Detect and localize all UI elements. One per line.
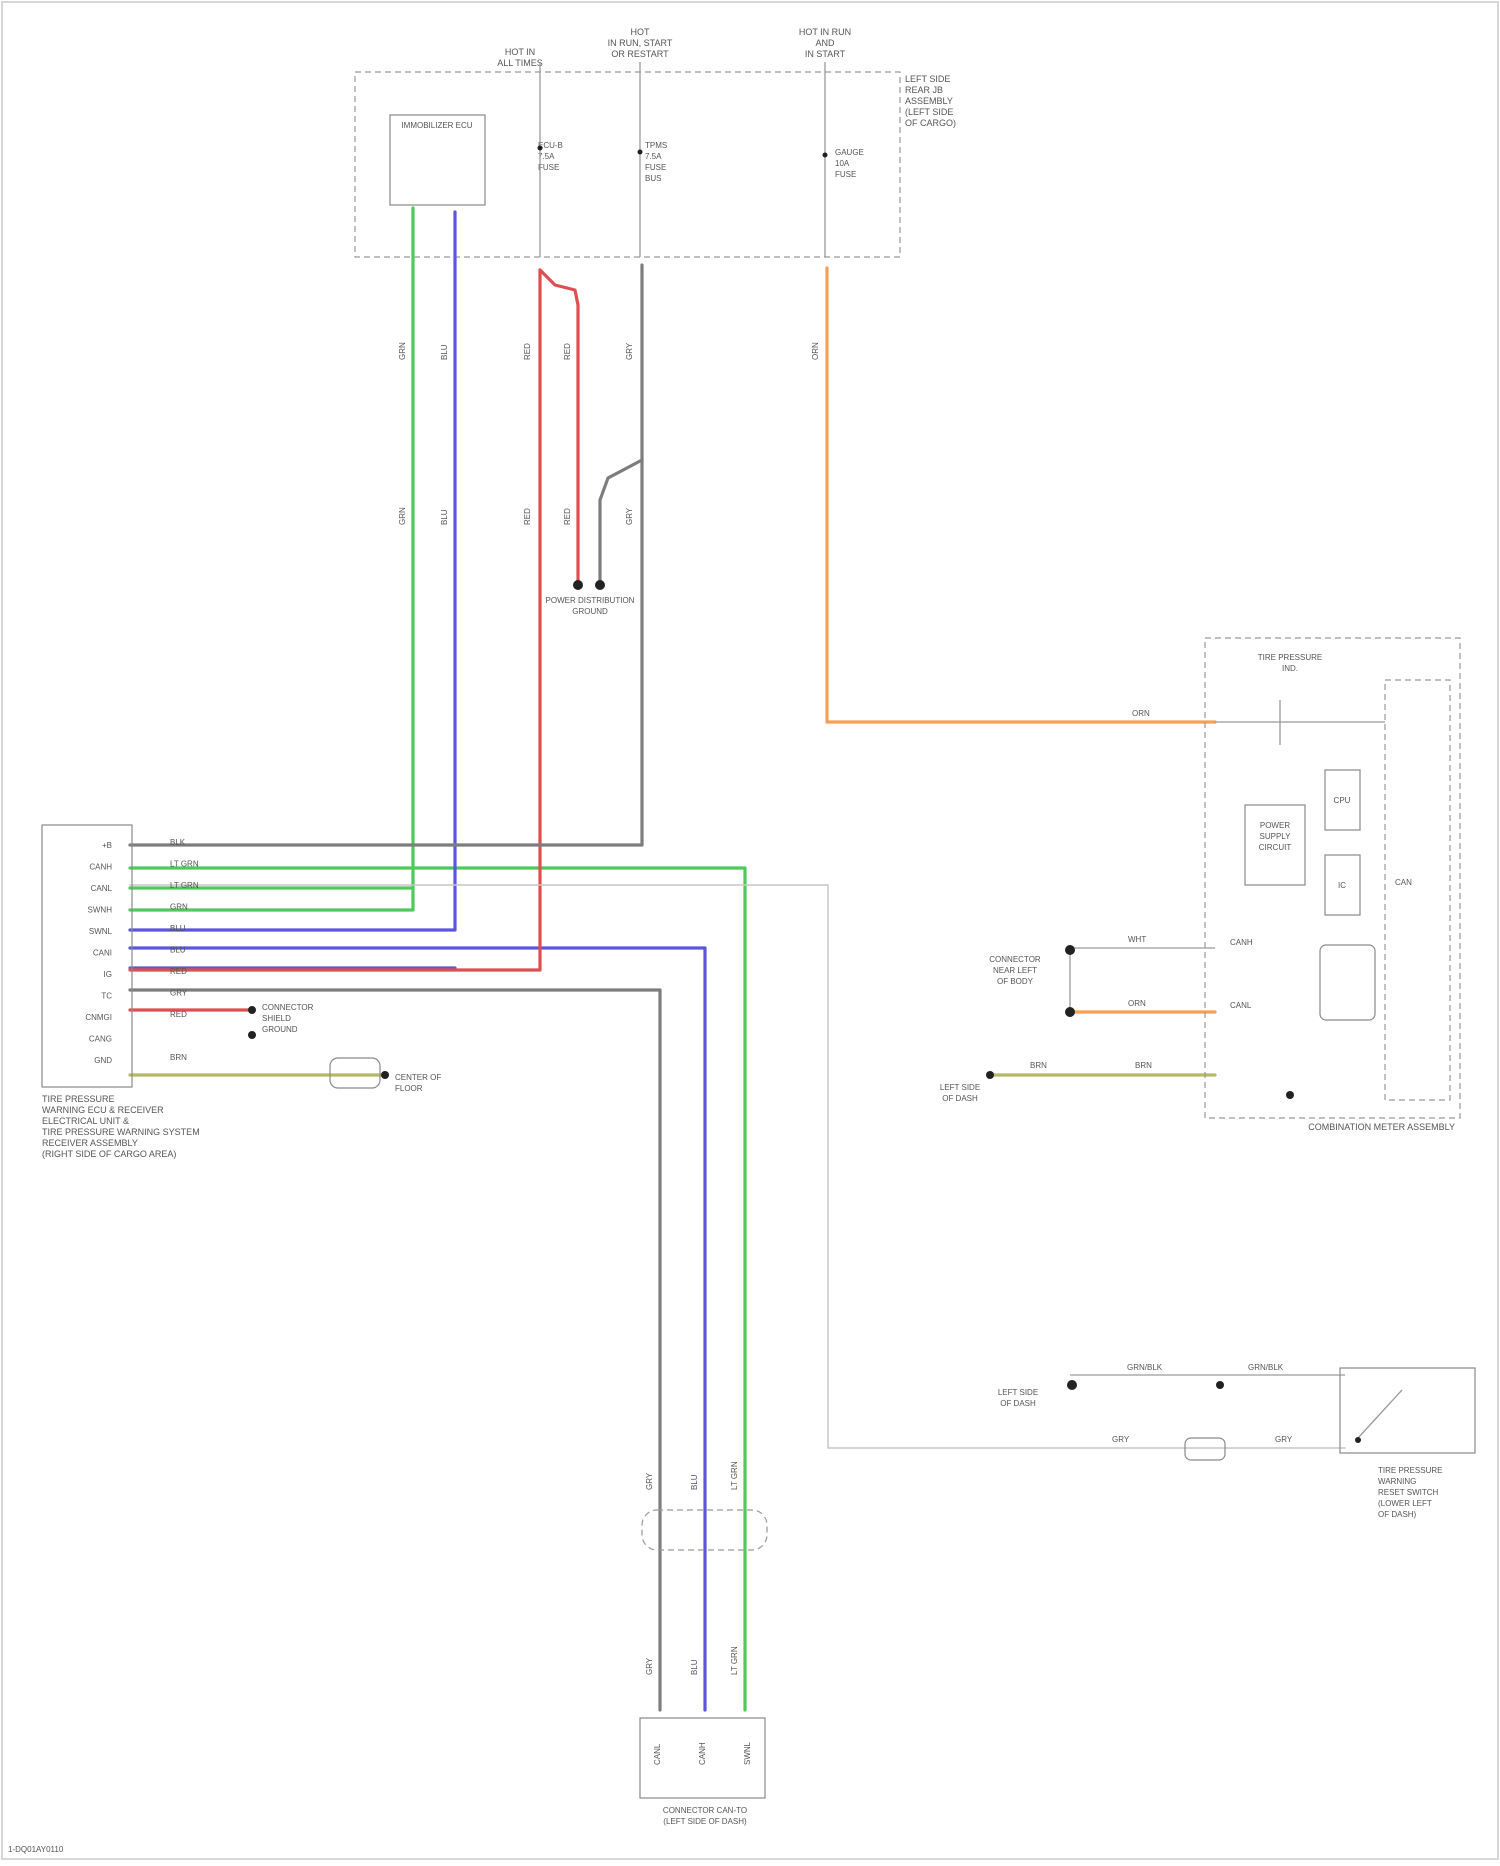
- ecu-pin-label: CNMGI: [85, 1013, 112, 1022]
- gray-tc-wire: [130, 990, 660, 1710]
- bottom-connector-name: CONNECTOR CAN-TO(LEFT SIDE OF DASH): [663, 1806, 747, 1826]
- wire-color-tag: LT GRN: [730, 1461, 739, 1490]
- wire-color-tag: LT GRN: [730, 1646, 739, 1675]
- wire-color-tag: BRN: [1135, 1061, 1152, 1070]
- can-label: CAN: [1395, 878, 1412, 887]
- wire-color-tag: GRY: [1275, 1435, 1293, 1444]
- wire-color-tag: ORN: [1132, 709, 1150, 718]
- ecu-wire-color-tag: BLU: [170, 924, 186, 933]
- blue-wire: [130, 212, 455, 930]
- wire-color-tag: BLU: [690, 1659, 699, 1675]
- ecu-pin-label: CANI: [93, 949, 112, 958]
- wire-tags-upper: GRN BLU RED RED GRY ORN GRN BLU RED RED GRY GRY BLU L…: [398, 342, 1293, 1675]
- bottom-pin-label: SWNL: [743, 1741, 752, 1765]
- ecu-pin-label: CANL: [91, 884, 113, 893]
- light-green-can-wire: [130, 868, 745, 1710]
- wire-color-tag: GRN/BLK: [1127, 1363, 1163, 1372]
- bottom-pin-label: CANH: [698, 1742, 707, 1765]
- ecu-pin-list: +B BLK CANH LT GRN CANL LT GRN SWNH GRN SWNL BLU C…: [85, 838, 198, 1065]
- blue-can-wire: [130, 948, 705, 1710]
- meter-name: COMBINATION METER ASSEMBLY: [1308, 1122, 1455, 1132]
- ic-label: IC: [1338, 881, 1346, 890]
- wire-color-tag: BLU: [440, 344, 449, 360]
- wire-color-tag: GRY: [1112, 1435, 1130, 1444]
- bottom-pin-label: CANL: [653, 1743, 662, 1765]
- ecu-pin-label: SWNH: [88, 906, 113, 915]
- ecu-wire-color-tag: GRY: [170, 989, 188, 998]
- wire-color-tag: GRN: [398, 342, 407, 360]
- ecu-pin-label: GND: [94, 1056, 112, 1065]
- wire-color-tag: ORN: [811, 342, 820, 360]
- ecu-pin-label: CANH: [89, 863, 112, 872]
- ecu-pin-label: +B: [102, 841, 112, 850]
- ecu-wire-color-tag: GRN: [170, 903, 188, 912]
- green-wire: [130, 208, 413, 910]
- wire-color-tag: GRY: [625, 342, 634, 360]
- wire-color-tag: RED: [563, 508, 572, 525]
- orange-gauge-wire: [827, 268, 1215, 722]
- wire-color-tag: GRN/BLK: [1248, 1363, 1284, 1372]
- wire-color-tag: BLU: [440, 509, 449, 525]
- wire-color-tag: WHT: [1128, 935, 1146, 944]
- left-rear-junction-block: HOT INALL TIMES HOTIN RUN, STARTOR RESTA…: [355, 27, 956, 257]
- wire-color-tag: RED: [563, 343, 572, 360]
- ecu-wire-color-tag: BLK: [170, 838, 186, 847]
- wire-color-tag: GRY: [645, 1472, 654, 1490]
- ecu-pin-label: IG: [104, 970, 112, 979]
- ecu-wire-color-tag: RED: [170, 967, 187, 976]
- red-ground-wire: [540, 270, 578, 585]
- switch-ground-connector: [1185, 1438, 1225, 1460]
- wire-color-tag: GRY: [645, 1657, 654, 1675]
- ecu-wire-color-tag: RED: [170, 1010, 187, 1019]
- gray-ground-wire: [600, 460, 642, 585]
- ecu-wire-color-tag: LT GRN: [170, 881, 199, 890]
- can-transceiver: [1320, 945, 1375, 1020]
- immobilizer-ecu-label: IMMOBILIZER ECU: [401, 121, 472, 130]
- bus-label-canl: CANL: [1230, 1001, 1252, 1010]
- wire-color-tag: BRN: [1030, 1061, 1047, 1070]
- ecu-pin-label: SWNL: [89, 927, 113, 936]
- ecu-pin-label: CANG: [89, 1035, 112, 1044]
- ecu-wire-color-tag: BRN: [170, 1053, 187, 1062]
- tpms-receiver-ecu: +B BLK CANH LT GRN CANL LT GRN SWNH GRN SWNL BLU C…: [42, 825, 441, 1159]
- ecu-wire-color-tag: LT GRN: [170, 860, 199, 869]
- bus-label-canh: CANH: [1230, 938, 1253, 947]
- cpu-label: CPU: [1334, 796, 1351, 805]
- wire-color-tag: GRN: [398, 507, 407, 525]
- wire-color-tag: RED: [523, 508, 532, 525]
- wire-color-tag: ORN: [1128, 999, 1146, 1008]
- ecu-pin-label: TC: [101, 992, 112, 1001]
- bottom-connector-pins: CANL CANH SWNL: [653, 1741, 752, 1765]
- wire-color-tag: GRY: [625, 507, 634, 525]
- wire-color-tag: RED: [523, 343, 532, 360]
- combination-meter-assembly: COMBINATION METER ASSEMBLY TIRE PRESSURE…: [940, 638, 1460, 1132]
- wire-color-tag: BLU: [690, 1474, 699, 1490]
- ecu-wire-color-tag: BLU: [170, 946, 186, 955]
- footer-code: 1-DQ01AY0110: [8, 1845, 64, 1854]
- ground-connector: [330, 1058, 380, 1088]
